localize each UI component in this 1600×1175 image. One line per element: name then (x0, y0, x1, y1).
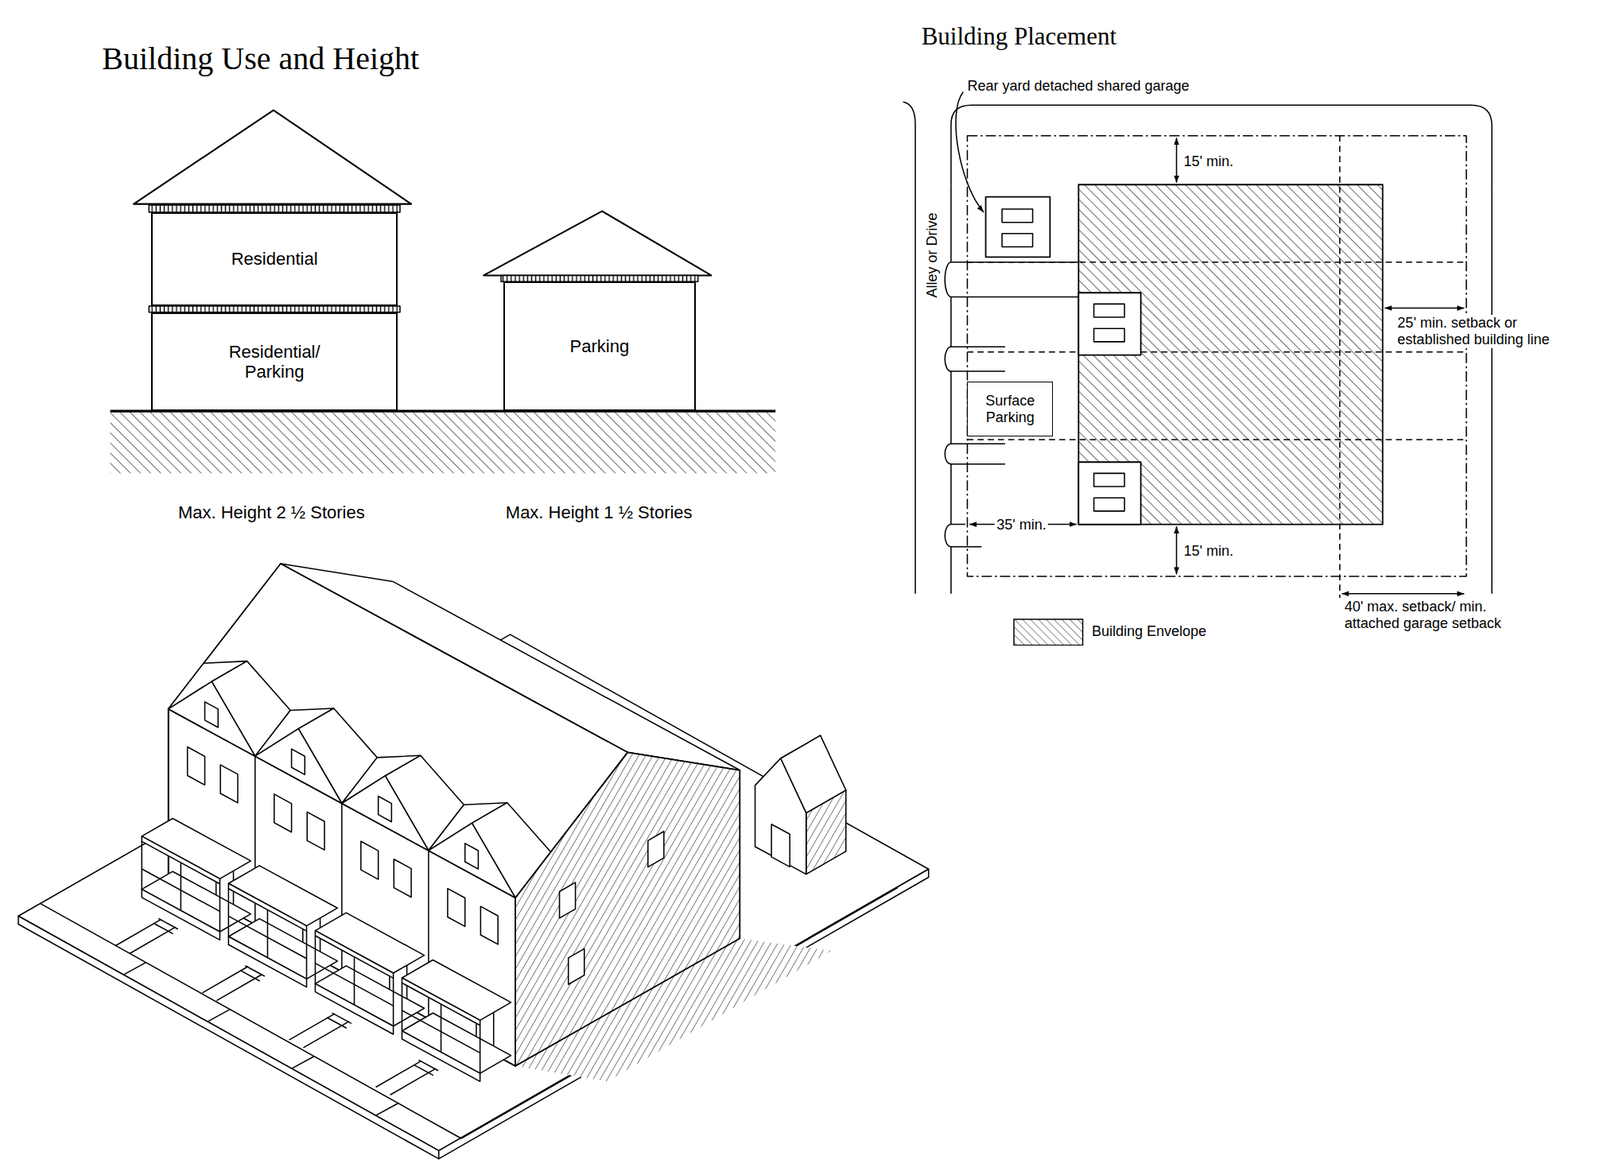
garage (986, 197, 1051, 258)
street-edge (951, 104, 1492, 595)
panel-heading: Building Use and Height (101, 40, 420, 78)
box-text: Parking (570, 336, 630, 357)
sidewalk (375, 1103, 398, 1116)
parking-box: Surface Parking (966, 381, 1053, 437)
townhouse-block (289, 755, 465, 1049)
building-envelope (1078, 184, 1383, 525)
callout-label: Rear yard detached shared garage (966, 77, 1189, 94)
setback-line (1339, 135, 1341, 599)
garage (1094, 497, 1125, 512)
legend-entry: Building Envelope (1013, 618, 1207, 647)
townhouse-sketch (18, 563, 929, 1160)
townhouse-block (201, 708, 377, 1002)
curb (944, 186, 952, 595)
alley-edge (903, 101, 916, 594)
garage (1078, 462, 1141, 525)
townhouse-block (115, 563, 740, 1096)
garage (1001, 233, 1033, 248)
garage (1078, 292, 1141, 355)
townhouse-block (559, 882, 576, 919)
floor-band (148, 205, 400, 213)
driveway (951, 262, 1079, 548)
townhouse-block (648, 831, 665, 868)
sidewalk (123, 963, 146, 975)
legend-swatch-art (1013, 618, 1084, 647)
box-text: Residential/ Parking (210, 341, 338, 383)
lot-line (966, 262, 1466, 440)
dimension-label: 15' min. (1183, 152, 1233, 170)
dimension-line (1341, 593, 1465, 595)
sidewalk (207, 1009, 230, 1022)
dimension-label: 25' min. setback or established building… (1395, 314, 1582, 348)
leader-line (955, 91, 984, 212)
legend-text: Building Envelope (1091, 623, 1207, 641)
detached-garage (755, 735, 847, 875)
townhouse-block (115, 661, 291, 955)
garage-building-box: Parking (503, 281, 697, 412)
garage (986, 197, 1142, 525)
dimension-line (969, 137, 1465, 595)
dimension-label: 40' max. setback/ min. attached garage s… (1343, 598, 1546, 632)
detached-garage (755, 758, 807, 875)
height-diagram (110, 110, 777, 474)
sidewalk (291, 1056, 315, 1069)
floor-box: Residential/ Parking (151, 312, 399, 412)
legend-swatch (1013, 618, 1084, 647)
panel-heading: Building Placement (921, 22, 1117, 51)
garage (1094, 303, 1125, 318)
legend-swatch-fill (1013, 619, 1084, 646)
lot-line (966, 135, 1466, 577)
detached-garage (771, 824, 790, 868)
roof (483, 211, 711, 276)
ground-hatch (110, 411, 777, 474)
box-text: Surface Parking (972, 392, 1048, 426)
townhouse-block (568, 948, 585, 985)
dimension-line (1176, 137, 1178, 183)
height-limit-label: Max. Height 2 ½ Stories (178, 503, 366, 524)
floor-box: Residential (151, 212, 399, 307)
garage (1094, 473, 1125, 487)
garage (1001, 209, 1033, 223)
roof (133, 110, 412, 205)
street-label: Alley or Drive (923, 210, 940, 300)
garage (1094, 328, 1125, 342)
scaled-drawing (18, 91, 1492, 1159)
dimension-label: 35' min. (994, 516, 1048, 533)
box-text: Residential (231, 248, 319, 269)
dimension-label: 15' min. (1183, 543, 1233, 560)
dimension-line (1384, 307, 1465, 310)
height-limit-label: Max. Height 1 ½ Stories (505, 503, 693, 524)
dimension-line (1176, 526, 1178, 575)
floor-band (148, 306, 400, 313)
townhouse-block (376, 803, 552, 1096)
floor-band (500, 275, 699, 282)
